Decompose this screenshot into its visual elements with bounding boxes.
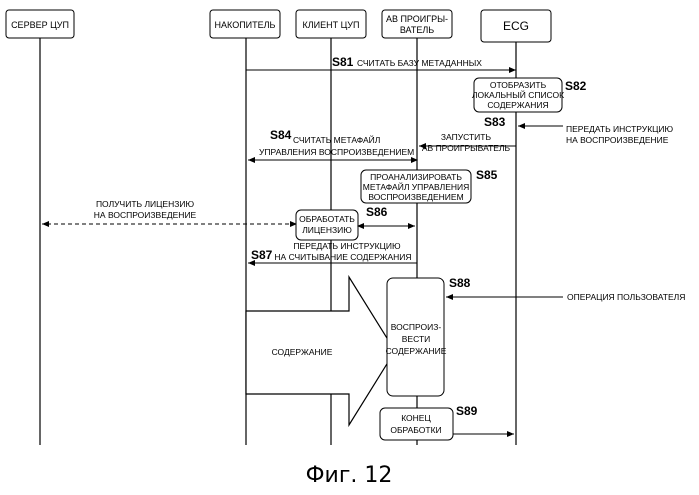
show-list-line-1: ОТОБРАЗИТЬ [490, 80, 547, 90]
play-content-line-2: ВЕСТИ [402, 334, 431, 344]
step-s88: S88 [449, 276, 471, 290]
content-stream-arrow: СОДЕРЖАНИЕ [246, 277, 395, 425]
show-list-line-2: ЛОКАЛЬНЫЙ СПИСОК [472, 89, 564, 100]
lane-player-label-1: АВ ПРОИГРЫ- [386, 14, 448, 24]
show-list-line-3: СОДЕРЖАНИЯ [487, 100, 548, 110]
lane-client-label: КЛИЕНТ ЦУП [303, 20, 360, 30]
step-s89: S89 [456, 404, 478, 418]
figure-caption: Фиг. 12 [306, 463, 393, 488]
box-process-license: ОБРАБОТАТЬ ЛИЦЕНЗИЮ [296, 210, 358, 240]
play-content-line-3: СОДЕРЖАНИЕ [386, 346, 447, 356]
lane-header-client: КЛИЕНТ ЦУП [296, 10, 366, 38]
analyze-line-3: ВОСПРОИЗВЕДЕНИЕМ [368, 192, 463, 202]
msg-read-metafile-2: УПРАВЛЕНИЯ ВОСПРОИЗВЕДЕНИЕМ [259, 147, 414, 157]
msg-read-content-2: НА СЧИТЫВАНИЕ СОДЕРЖАНИЯ [274, 252, 411, 262]
end-line-2: ОБРАБОТКИ [390, 425, 441, 435]
step-s85: S85 [476, 168, 498, 182]
step-s82: S82 [565, 79, 587, 93]
msg-get-license-1: ПОЛУЧИТЬ ЛИЦЕНЗИЮ [96, 199, 195, 209]
msg-get-license-2: НА ВОСПРОИЗВЕДЕНИЕ [94, 210, 197, 220]
analyze-line-1: ПРОАНАЛИЗИРОВАТЬ [370, 172, 462, 182]
analyze-line-2: МЕТАФАЙЛ УПРАВЛЕНИЯ [363, 181, 470, 192]
msg-start-player-1: ЗАПУСТИТЬ [441, 132, 492, 142]
msg-play-instruction-1: ПЕРЕДАТЬ ИНСТРУКЦИЮ [566, 124, 674, 134]
play-content-line-1: ВОСПРОИЗ- [391, 322, 442, 332]
msg-user-operation: ОПЕРАЦИЯ ПОЛЬЗОВАТЕЛЯ [567, 292, 685, 302]
process-license-line-1: ОБРАБОТАТЬ [299, 214, 355, 224]
box-end-processing: КОНЕЦ ОБРАБОТКИ [380, 408, 453, 440]
msg-play-instruction-2: НА ВОСПРОИЗВЕДЕНИЕ [566, 135, 669, 145]
msg-read-content-1: ПЕРЕДАТЬ ИНСТРУКЦИЮ [293, 241, 401, 251]
lane-storage-label: НАКОПИТЕЛЬ [215, 20, 276, 30]
step-s87: S87 [251, 248, 273, 262]
lane-server-label: СЕРВЕР ЦУП [11, 20, 69, 30]
msg-read-metafile-1: СЧИТАТЬ МЕТАФАЙЛ [293, 134, 380, 145]
step-s83: S83 [484, 115, 506, 129]
box-analyze-metafile: ПРОАНАЛИЗИРОВАТЬ МЕТАФАЙЛ УПРАВЛЕНИЯ ВОС… [361, 170, 471, 203]
process-license-line-2: ЛИЦЕНЗИЮ [302, 225, 352, 235]
step-s84: S84 [270, 128, 292, 142]
lane-ecg-label: ECG [503, 19, 529, 33]
msg-read-metadata-db: СЧИТАТЬ БАЗУ МЕТАДАННЫХ [357, 58, 482, 68]
lane-header-ecg: ECG [481, 10, 551, 42]
lane-player-label-2: ВАТЕЛЬ [400, 25, 434, 35]
box-play-content: ВОСПРОИЗ- ВЕСТИ СОДЕРЖАНИЕ [386, 278, 447, 396]
box-show-local-list: ОТОБРАЗИТЬ ЛОКАЛЬНЫЙ СПИСОК СОДЕРЖАНИЯ [472, 78, 564, 112]
step-s86: S86 [366, 205, 388, 219]
content-label: СОДЕРЖАНИЕ [272, 347, 333, 357]
msg-start-player-2: АВ ПРОИГРЫВАТЕЛЬ [422, 143, 511, 153]
end-line-1: КОНЕЦ [401, 413, 431, 423]
lane-header-server: СЕРВЕР ЦУП [6, 10, 74, 38]
lane-header-storage: НАКОПИТЕЛЬ [210, 10, 280, 38]
step-s81: S81 [332, 55, 354, 69]
lane-header-player: АВ ПРОИГРЫ- ВАТЕЛЬ [382, 10, 452, 38]
